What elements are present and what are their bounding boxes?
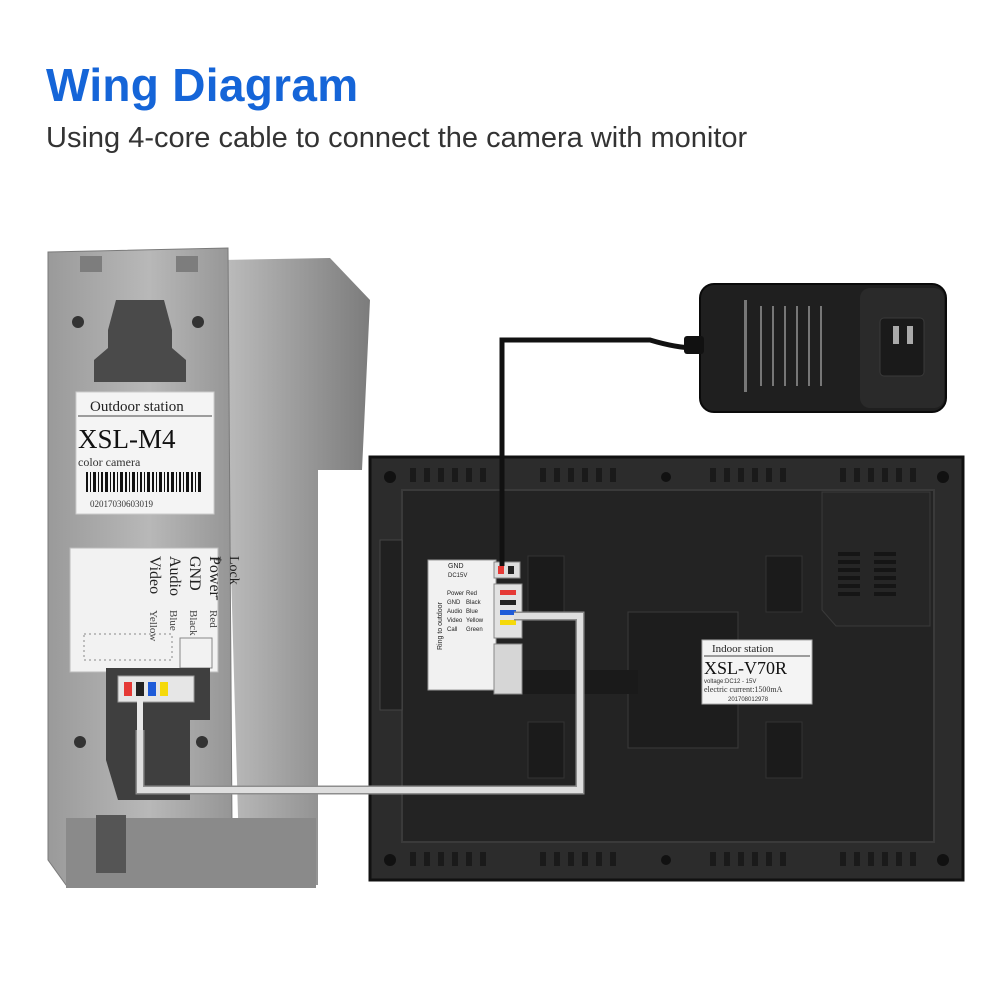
indoor-serial: 201708012978 bbox=[728, 697, 769, 703]
indoor-label bbox=[701, 639, 813, 705]
indoor-ring-text: Ring to outdoor bbox=[437, 601, 444, 650]
wire-yellow bbox=[500, 620, 516, 625]
monitor-side-edge bbox=[379, 539, 403, 711]
screw-hole bbox=[937, 471, 949, 483]
outdoor-bottom-slot bbox=[96, 815, 126, 873]
wire-black bbox=[136, 682, 144, 696]
color-blue: Blue bbox=[167, 610, 179, 631]
mount-block bbox=[765, 721, 803, 779]
terminal-audio: Audio bbox=[166, 556, 183, 596]
mount-keyhole bbox=[94, 300, 186, 382]
screw-hole bbox=[661, 472, 671, 482]
outdoor-side-face bbox=[222, 258, 370, 885]
outdoor-serial: 02017030603019 bbox=[90, 499, 154, 509]
screw-hole bbox=[74, 736, 86, 748]
indoor-term-call: Call bbox=[447, 627, 457, 633]
indoor-dc: DC15V bbox=[448, 573, 467, 579]
outdoor-terminal-text: Power GND Audio Video Red Black Blue Yel… bbox=[146, 556, 223, 641]
outdoor-label bbox=[75, 391, 215, 515]
vents-bottom bbox=[410, 852, 916, 866]
screw-hole bbox=[661, 855, 671, 865]
vents-top bbox=[410, 468, 916, 482]
indoor-label-top: Indoor station bbox=[712, 643, 774, 655]
plug-housing bbox=[879, 317, 925, 377]
indoor-color-red: Red bbox=[466, 591, 477, 597]
cord-strain-relief bbox=[684, 336, 704, 354]
outdoor-model: XSL-M4 bbox=[78, 424, 176, 454]
screw-hole bbox=[384, 471, 396, 483]
four-core-cable bbox=[137, 613, 583, 793]
indoor-term-power: Power bbox=[447, 591, 464, 597]
mount-block bbox=[765, 555, 803, 613]
indoor-ring: Ring to outdoor bbox=[437, 601, 444, 650]
wire-blue bbox=[500, 610, 516, 615]
indoor-monitor: GND DC15V Ring to outdoor Power GND Audi… bbox=[368, 455, 965, 882]
plug-prong bbox=[907, 326, 913, 344]
screw-hole bbox=[72, 316, 84, 328]
terminal-gnd: GND bbox=[186, 556, 203, 591]
page-subtitle: Using 4-core cable to connect the camera… bbox=[46, 122, 748, 154]
indoor-color-black: Black bbox=[466, 600, 482, 606]
indoor-terminal-rows: Power GND Audio Video Call Red Black Blu… bbox=[447, 591, 484, 633]
dc-wire-red bbox=[498, 566, 504, 574]
indoor-color-yellow: Yellow bbox=[466, 618, 484, 624]
screw-hole bbox=[384, 854, 396, 866]
terminal-lock: Lock bbox=[226, 556, 241, 585]
adapter-markings bbox=[744, 300, 822, 392]
dc-connector bbox=[493, 561, 521, 579]
outdoor-label-top: Outdoor station bbox=[90, 399, 184, 415]
outdoor-barcode bbox=[86, 472, 201, 492]
wire-black bbox=[500, 600, 516, 605]
mount-block bbox=[527, 555, 565, 613]
screw-hole bbox=[196, 736, 208, 748]
terminal-video: Video bbox=[146, 556, 163, 594]
plug-prong bbox=[893, 326, 899, 344]
color-red: Red bbox=[207, 610, 219, 628]
page-title: Wing Diagram bbox=[46, 59, 359, 111]
outdoor-terminal-label bbox=[69, 547, 219, 673]
outdoor-station: Outdoor station XSL-M4 color camera 0201… bbox=[47, 247, 370, 888]
speaker-area bbox=[821, 491, 931, 627]
wire-yellow bbox=[160, 682, 168, 696]
color-black: Black bbox=[187, 610, 199, 636]
outdoor-lock-text: Lock + - bbox=[210, 556, 241, 601]
indoor-term-gnd: GND bbox=[447, 600, 461, 606]
wire-blue bbox=[148, 682, 156, 696]
indoor-term-audio: Audio bbox=[447, 609, 463, 615]
indoor-gnd: GND bbox=[448, 563, 464, 570]
indoor-color-blue: Blue bbox=[466, 609, 479, 615]
terminal-power: Power bbox=[206, 556, 223, 598]
outdoor-desc: color camera bbox=[78, 455, 141, 469]
indoor-voltage: voltage:DC12 - 15V bbox=[704, 679, 756, 685]
screw-hole bbox=[192, 316, 204, 328]
power-adapter bbox=[499, 283, 947, 566]
mount-block bbox=[527, 721, 565, 779]
indoor-current: electric current:1500mA bbox=[704, 685, 783, 694]
indoor-color-green: Green bbox=[466, 627, 483, 633]
lock-minus: - bbox=[210, 596, 225, 601]
indoor-model: XSL-V70R bbox=[704, 658, 787, 678]
ring-connector-2 bbox=[493, 643, 523, 695]
outdoor-clip-left bbox=[80, 256, 102, 272]
speaker-grill bbox=[838, 552, 896, 596]
lock-plus: + bbox=[210, 556, 225, 564]
dc-wire-black bbox=[508, 566, 514, 574]
color-yellow: Yellow bbox=[147, 610, 159, 641]
wire-red bbox=[500, 590, 516, 595]
indoor-term-video: Video bbox=[447, 618, 463, 624]
wire-red bbox=[124, 682, 132, 696]
outdoor-clip-right bbox=[176, 256, 198, 272]
screw-hole bbox=[937, 854, 949, 866]
terminal-dots bbox=[83, 633, 173, 661]
